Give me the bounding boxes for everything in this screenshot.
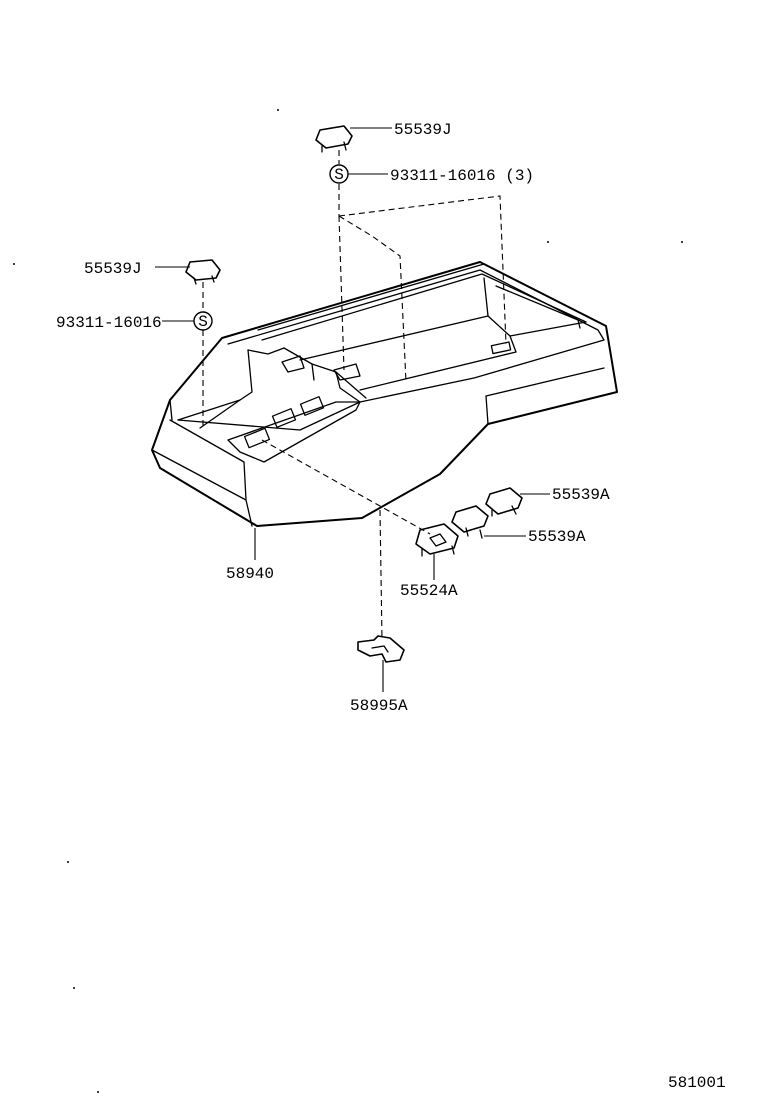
diagram-number: 581001: [668, 1074, 726, 1092]
screw-symbol-left: S: [193, 311, 213, 331]
clip-55539j-top: [315, 125, 353, 153]
clip-55539j-left: [185, 259, 221, 285]
clip-55539a-upper: [485, 487, 523, 517]
scan-specks: [13, 109, 683, 1093]
clip-55539a-lower: [451, 505, 489, 539]
label-clip-right-upper: 55539A: [552, 486, 610, 504]
label-screw-top-right: 93311-16016 (3): [390, 167, 534, 185]
screw-symbol-top: S: [329, 164, 349, 184]
part-labels: 55539J 93311-16016 (3) 55539J 93311-1601…: [56, 121, 726, 1092]
screw-symbol-letter: S: [334, 166, 344, 184]
label-clip-top-right: 55539J: [394, 121, 452, 139]
leader-lines: [155, 127, 550, 692]
console-box: [151, 261, 618, 527]
label-bottom-plate: 58995A: [350, 697, 408, 715]
label-console-box: 58940: [226, 565, 274, 583]
screw-symbol-letter: S: [198, 313, 208, 331]
label-bracket: 55524A: [400, 582, 458, 600]
label-clip-right-lower: 55539A: [528, 528, 586, 546]
label-screw-left: 93311-16016: [56, 314, 162, 332]
bracket-55524a: [415, 523, 459, 557]
bottom-plate-58995a: [357, 635, 405, 663]
assembly-lines: [202, 150, 507, 641]
label-clip-top-left: 55539J: [84, 260, 142, 278]
